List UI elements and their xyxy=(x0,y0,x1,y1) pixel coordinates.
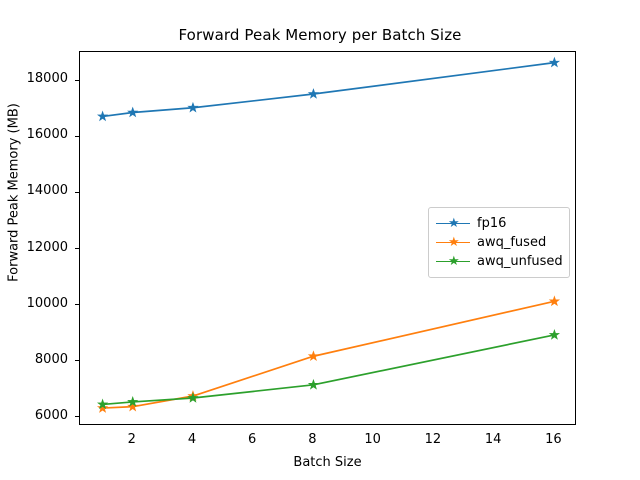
y-tick-label: 18000 xyxy=(26,71,68,87)
data-point-marker xyxy=(307,350,320,362)
data-point-marker xyxy=(548,329,561,340)
legend-item-fp16[interactable]: ★ fp16 xyxy=(436,214,561,233)
x-tick-label: 6 xyxy=(248,432,257,447)
y-tick-mark xyxy=(75,79,79,81)
legend-swatch-icon: ★ xyxy=(436,236,470,250)
series-awq_unfused xyxy=(96,329,561,410)
y-axis-label: Forward Peak Memory (MB) xyxy=(6,103,22,282)
x-tick-label: 12 xyxy=(424,432,442,447)
y-tick-label: 12000 xyxy=(26,239,68,255)
y-tick-mark xyxy=(75,191,79,194)
legend-star-icon: ★ xyxy=(448,215,460,231)
data-point-marker xyxy=(127,106,139,118)
data-point-marker xyxy=(187,392,199,403)
y-tick-mark xyxy=(75,416,79,418)
legend-label: awq_fused xyxy=(477,235,547,250)
y-tick-label: 10000 xyxy=(26,295,68,311)
x-tick-label: 2 xyxy=(127,432,136,447)
series-awq_fused xyxy=(96,295,561,413)
legend-swatch-icon: ★ xyxy=(436,217,470,231)
legend-star-icon: ★ xyxy=(448,234,460,250)
series-canvas xyxy=(96,56,561,413)
data-point-marker xyxy=(307,88,320,99)
y-tick-label: 16000 xyxy=(26,127,68,143)
legend-label: fp16 xyxy=(477,216,507,231)
legend-line xyxy=(436,222,470,225)
legend-item-awq_unfused[interactable]: ★ awq_unfused xyxy=(436,252,563,271)
y-tick-mark xyxy=(75,359,79,362)
x-tick-label: 4 xyxy=(187,432,197,447)
data-point-marker xyxy=(127,400,139,412)
x-tick-label: 14 xyxy=(484,432,502,447)
series-line xyxy=(101,334,556,406)
y-tick-mark xyxy=(75,303,79,306)
y-tick-mark xyxy=(75,247,79,250)
y-tick-mark xyxy=(75,135,79,138)
data-point-marker xyxy=(127,395,139,407)
legend-star-icon: ★ xyxy=(448,253,460,269)
x-tick-label: 10 xyxy=(364,432,381,447)
legend-line xyxy=(436,241,470,244)
data-point-marker xyxy=(187,101,199,113)
legend: ★ fp16 ★ awq_fused ★ awq_unfused xyxy=(428,207,570,278)
legend-swatch-icon: ★ xyxy=(436,255,470,269)
data-point-marker xyxy=(307,378,320,390)
data-point-marker xyxy=(548,295,561,307)
series-line xyxy=(101,300,556,409)
legend-label: awq_unfused xyxy=(477,254,563,269)
x-tick-label: 8 xyxy=(308,432,317,447)
y-tick-label: 8000 xyxy=(34,351,68,367)
chart-title: Forward Peak Memory per Batch Size xyxy=(178,26,462,44)
data-point-marker xyxy=(96,398,109,410)
series-line xyxy=(101,61,556,118)
legend-line xyxy=(436,260,470,263)
x-axis-label: Batch Size xyxy=(293,455,362,470)
y-tick-label: 14000 xyxy=(26,183,68,199)
y-tick-label: 6000 xyxy=(34,407,68,423)
data-point-marker xyxy=(96,402,109,413)
x-tick-label: 16 xyxy=(545,432,562,447)
data-point-marker xyxy=(96,110,109,122)
legend-item-awq_fused[interactable]: ★ awq_fused xyxy=(436,233,561,252)
series-fp16 xyxy=(96,56,561,122)
data-point-marker xyxy=(548,56,561,68)
